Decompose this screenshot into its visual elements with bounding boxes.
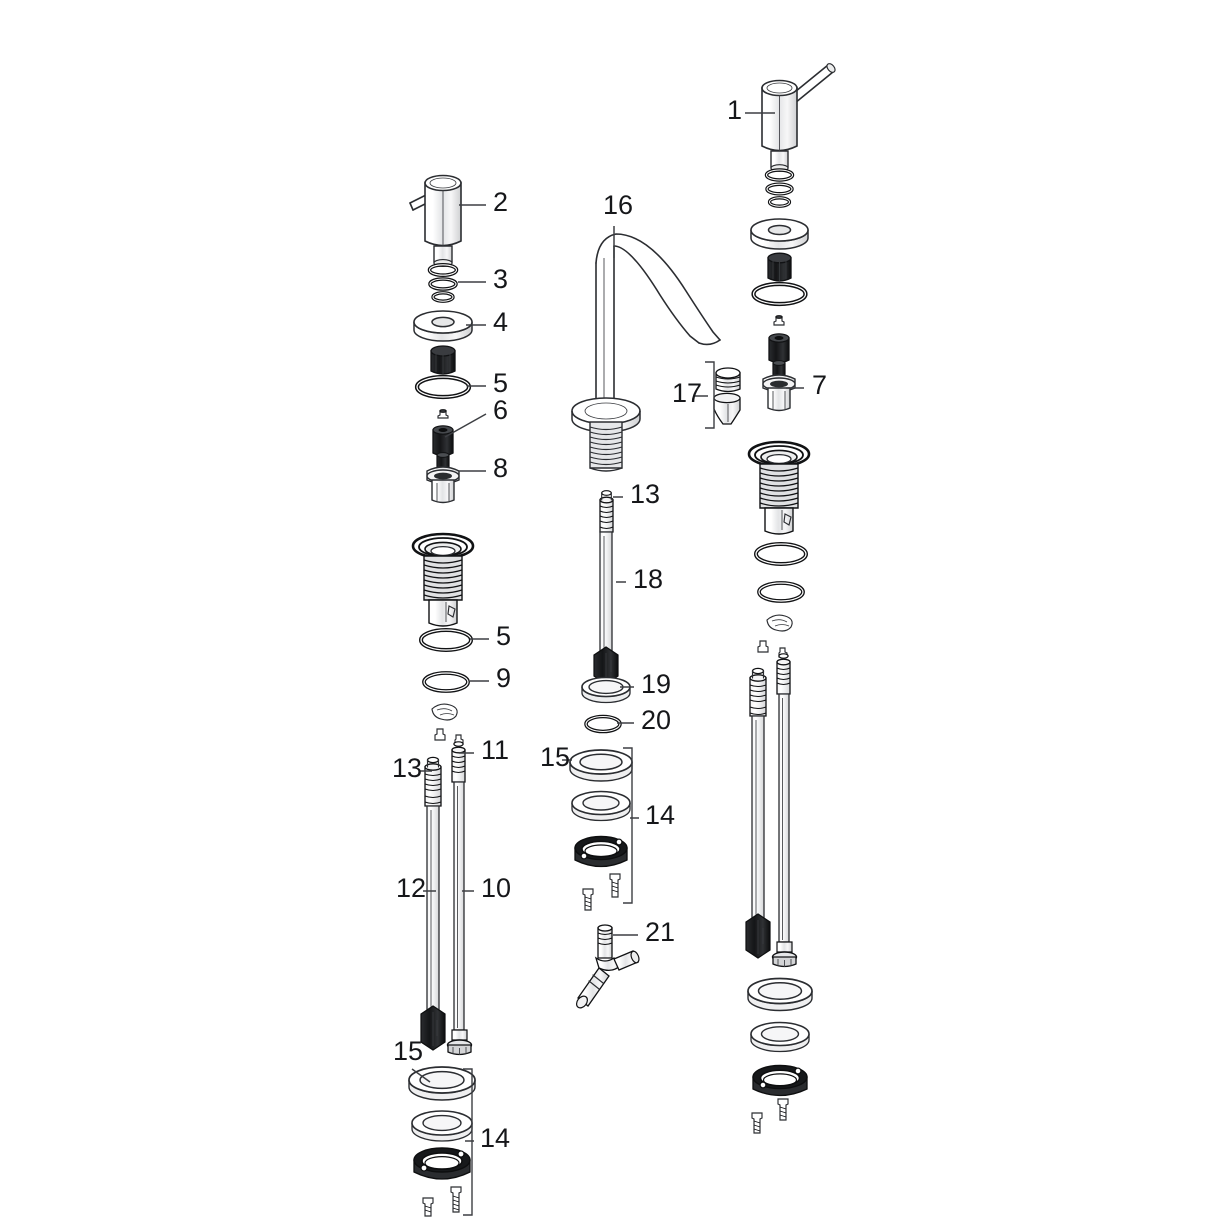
part-group-lever-handle-left: [409, 174, 462, 267]
part-group-adapter-right: [768, 333, 790, 364]
callout-number-o-ring-set-small: 3: [493, 264, 508, 294]
bracket-layer: [463, 361, 715, 1216]
part-group-hose-right-long: [751, 715, 765, 919]
callout-number-hose-fitting-11: 11: [481, 735, 509, 765]
part-group-oring-20: [584, 714, 622, 734]
part-group-hose-end-right: [745, 913, 771, 959]
part-group-orings-3: [427, 262, 459, 303]
callout-number-fixing-set-14-center: 14: [645, 800, 675, 830]
part-group-oring-9: [422, 671, 470, 693]
part-group-washer-right-b: [750, 1021, 810, 1053]
part-group-locknut: [430, 345, 456, 375]
aerator-bracket-17: [705, 361, 715, 429]
part-group-cartridge-8: [426, 452, 460, 504]
callout-number-cartridge-valve-left: 8: [493, 453, 508, 483]
part-group-screws-right-lower: [751, 1098, 789, 1134]
part-group-lever-handle-right: [761, 63, 836, 172]
part-group-hose-right-2: [778, 693, 790, 943]
part-group-screws-center: [582, 873, 621, 911]
leader-line-grub-screw: [444, 413, 487, 438]
part-group-hose-13-left: [424, 756, 442, 807]
callout-number-fixing-set-14-left: 14: [480, 1123, 510, 1153]
callout-number-aerator-set: 17: [672, 378, 702, 408]
part-group-oring-right-mid: [754, 542, 808, 566]
callout-number-hose-fitting-13-left: 13: [392, 753, 422, 783]
callout-number-sealing-washer-15-center: 15: [540, 742, 570, 772]
callout-number-escutcheon-washer: 4: [493, 307, 508, 337]
part-group-washer-14-a: [411, 1110, 473, 1142]
part-group-hose-end-18: [593, 646, 619, 685]
part-group-washer-4: [413, 310, 473, 342]
part-group-hose-18: [599, 531, 613, 652]
callout-number-spout: 16: [603, 190, 633, 220]
part-group-washer-15-center: [569, 749, 633, 782]
callout-number-sealing-ring-19: 19: [641, 669, 671, 699]
fixing-bracket-14-center: [623, 747, 633, 904]
callout-number-lever-handle-assembly-left: 2: [493, 187, 508, 217]
part-group-threaded-sleeve-left: [411, 532, 475, 627]
part-group-hose-10: [453, 781, 465, 1031]
part-group-oring-right-lower: [757, 581, 805, 603]
part-group-hose-11-fitting: [451, 741, 466, 783]
part-group-cartridge-7: [762, 360, 796, 412]
part-group-washer-right: [750, 218, 809, 250]
callout-number-cartridge-valve-right: 7: [812, 370, 827, 400]
part-group-washer-right-a: [747, 977, 813, 1012]
part-group-fixing-bracket-plate-left: [413, 1147, 471, 1180]
callout-number-hose-fitting-13-center: 13: [630, 479, 660, 509]
callout-number-o-ring-seal: 9: [496, 663, 511, 693]
fixing-bracket-14-left: [463, 1068, 473, 1216]
part-group-angle-valve-21: [576, 924, 640, 1009]
part-group-oring-right-upper: [751, 281, 808, 307]
callout-number-o-ring-large-lower: 5: [496, 621, 511, 651]
part-group-hose-end-12: [420, 1005, 446, 1051]
part-group-fixing-plate-center: [574, 835, 628, 868]
part-group-washer-14-center: [571, 790, 631, 822]
leader-line-sealing-washer-15-left: [411, 1068, 431, 1083]
part-group-oring-5-lower: [419, 628, 473, 652]
part-group-orings-right: [764, 168, 795, 208]
leader-line-layer: [411, 112, 804, 1142]
callout-number-angle-valve: 21: [645, 917, 675, 947]
callout-number-sealing-washer-15-left: 15: [393, 1036, 423, 1066]
part-group-clip-right: [766, 614, 793, 632]
part-group-grub-screw-6: [437, 409, 449, 419]
callout-number-flexible-hose-12: 12: [396, 873, 426, 903]
part-group-hose-right-fitting-2: [776, 653, 791, 695]
part-group-hose-12: [426, 805, 440, 1011]
part-group-hose-13-center: [599, 490, 614, 533]
part-group-adapter-dark: [432, 425, 454, 457]
part-group-ring-19: [581, 676, 631, 704]
part-group-clip-left: [431, 703, 458, 721]
part-group-fixing-plate-right: [752, 1064, 808, 1097]
part-group-hose-end-10: [446, 1029, 473, 1056]
callout-number-grub-screw: 6: [493, 395, 508, 425]
part-group-hose-right-nut: [771, 941, 798, 968]
callout-number-o-ring-20: 20: [641, 705, 671, 735]
part-group-oring-5-upper: [414, 374, 472, 400]
part-group-grub-screw-right: [773, 315, 785, 326]
part-group-threaded-sleeve-right: [747, 440, 811, 535]
part-group-screws-left-lower: [422, 1186, 462, 1217]
part-group-spout-16: [571, 233, 721, 472]
callout-number-spout-supply-hose: 18: [633, 564, 663, 594]
callout-number-o-ring-large-upper: 5: [493, 368, 508, 398]
part-group-washer-15-left: [408, 1066, 476, 1101]
part-group-aerator-17: [713, 367, 741, 425]
callout-number-lever-handle-assembly-right: 1: [727, 95, 742, 125]
part-group-hose-13-right: [749, 667, 767, 717]
part-group-locknut-right: [767, 252, 792, 282]
callout-number-flexible-hose-10: 10: [481, 873, 511, 903]
